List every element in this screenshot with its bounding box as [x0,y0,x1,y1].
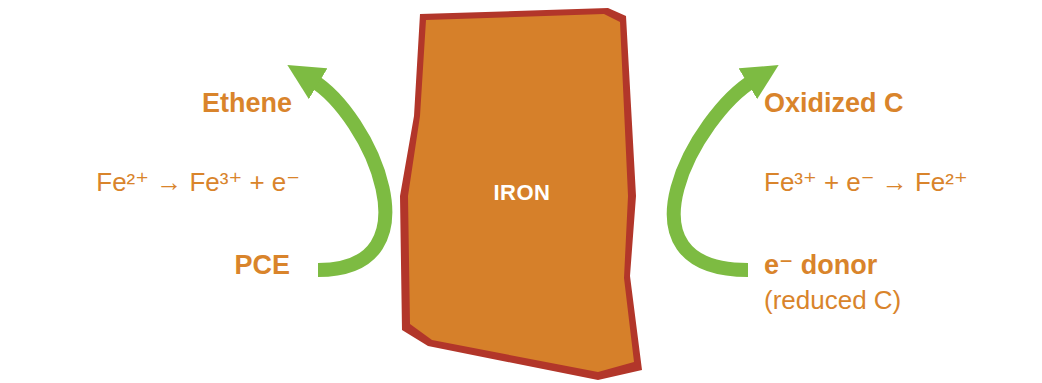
reactant-label: e⁻ donor [764,250,877,281]
reactant-label: PCE [234,250,290,281]
iron-rock: IRON [398,6,646,380]
reaction-equation: Fe³⁺ + e⁻ → Fe²⁺ [764,168,968,198]
reactant-note: (reduced C) [764,286,901,316]
product-label: Oxidized C [764,88,904,119]
product-label: Ethene [202,88,292,119]
curved-arrow [674,80,754,270]
rock-shadow [400,8,642,380]
node-label: IRON [494,180,551,206]
curved-arrow [312,80,385,270]
rock-face [408,14,634,372]
reaction-equation: Fe²⁺ → Fe³⁺ + e⁻ [96,168,300,198]
